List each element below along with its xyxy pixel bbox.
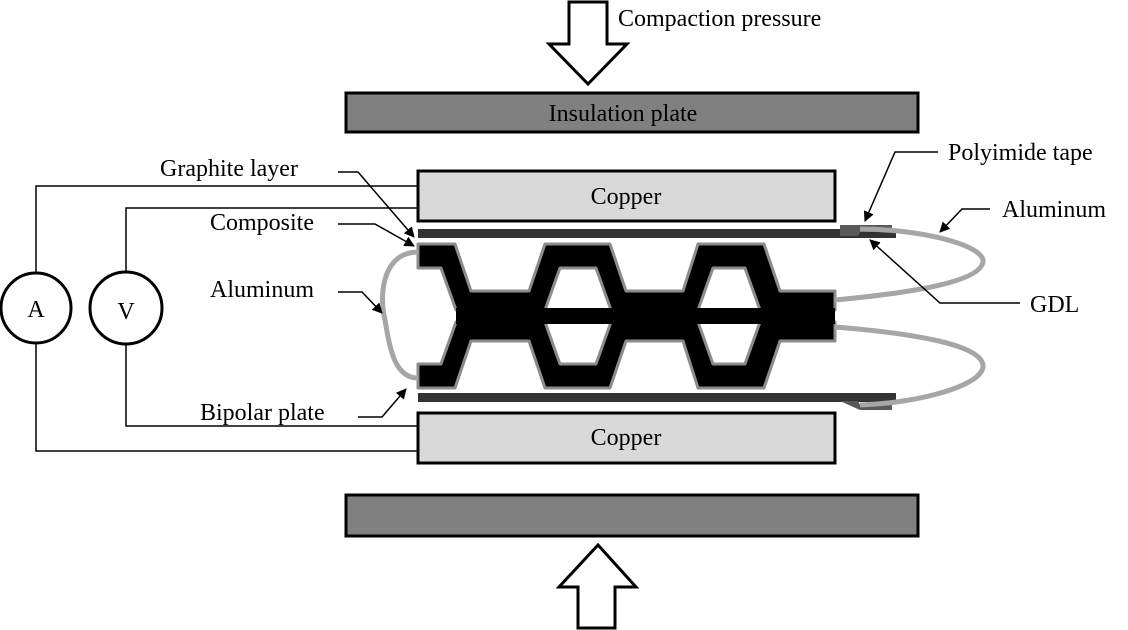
gdl-leader xyxy=(869,239,1020,304)
copper-bottom-label: Copper xyxy=(591,425,662,451)
aluminum-left-label: Aluminum xyxy=(210,277,314,303)
aluminum-wire-left xyxy=(380,249,419,381)
gdl-top xyxy=(418,229,896,238)
graphite-layer-label: Graphite layer xyxy=(160,156,298,182)
polyimide-tape-leader xyxy=(863,151,938,222)
copper-top-label: Copper xyxy=(591,184,662,210)
aluminum-wire-right-top xyxy=(834,226,986,303)
compaction-arrow-up-icon xyxy=(555,542,640,630)
gdl-label: GDL xyxy=(1030,292,1079,318)
ammeter-label: A xyxy=(27,297,45,323)
bipolar-plate-leader xyxy=(358,388,407,418)
voltmeter-icon xyxy=(88,270,164,346)
graphite-layer-leader xyxy=(338,171,415,238)
compaction-pressure-label: Compaction pressure xyxy=(618,6,821,32)
measurement-circuit xyxy=(35,185,418,452)
bipolar-plate-label: Bipolar plate xyxy=(200,400,325,426)
insulation-plate-bottom xyxy=(344,493,920,538)
polyimide-tape-label: Polyimide tape xyxy=(948,140,1093,166)
ammeter-icon xyxy=(0,271,73,345)
composite-leader xyxy=(338,223,415,247)
voltmeter-label: V xyxy=(117,299,135,325)
aluminum-wire-right-bottom xyxy=(834,324,986,408)
aluminum-right-label: Aluminum xyxy=(1002,197,1106,223)
copper-plate-bottom xyxy=(416,411,837,465)
aluminum-left-leader xyxy=(338,291,383,314)
composite-label: Composite xyxy=(210,210,314,236)
copper-plate-top xyxy=(416,169,837,223)
insulation-plate-label: Insulation plate xyxy=(549,101,698,127)
bipolar-plate-composite xyxy=(416,242,837,390)
gdl-bottom xyxy=(418,393,896,402)
compaction-arrow-down-icon xyxy=(545,0,631,87)
insulation-plate-top xyxy=(344,91,920,134)
aluminum-right-leader xyxy=(939,208,990,233)
